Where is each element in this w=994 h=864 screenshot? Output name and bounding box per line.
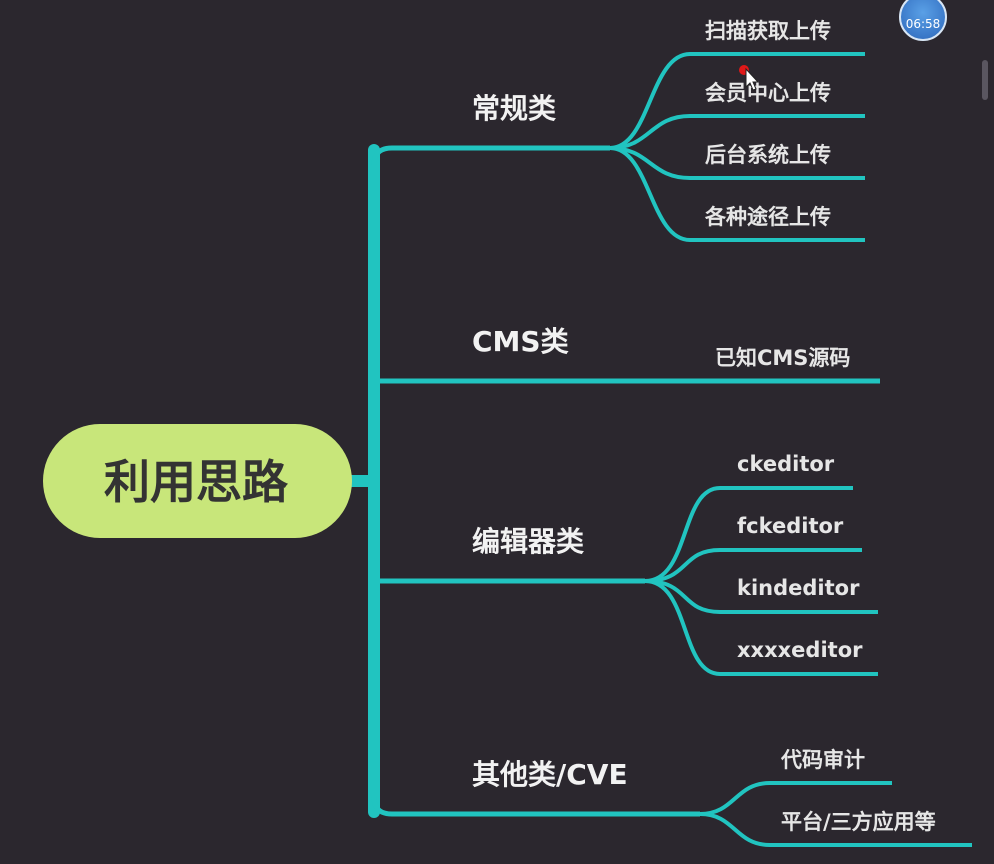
leaf-label-1-3: 后台系统上传 [705,143,831,167]
leaf-line-1-1 [609,52,865,150]
leaf-line-3-3 [644,579,878,614]
leaf-label-3-1: ckeditor [737,452,835,476]
leaf-label-4-1: 代码审计 [780,748,865,772]
scrollbar-thumb[interactable] [982,60,988,100]
branch-label-changgui: 常规类 [472,92,556,125]
leaf-label-1-4: 各种途径上传 [704,205,831,229]
leaf-line-3-2 [644,548,862,583]
root-node-label: 利用思路 [104,455,289,509]
leaf-line-4-1 [699,781,892,816]
timer-badge[interactable]: 06:58 [899,0,947,41]
leaf-label-1-2: 会员中心上传 [705,81,831,105]
leaf-label-4-2: 平台/三方应用等 [781,810,936,834]
leaf-line-1-3 [609,146,865,180]
leaf-label-3-4: xxxxeditor [737,638,863,662]
branch-label-cms: CMS类 [472,325,569,358]
leaf-line-4-2 [699,812,972,847]
branch-label-editor: 编辑器类 [472,525,584,558]
branch-line-other [371,796,700,817]
branch-line-changgui [371,145,610,166]
leaf-label-3-3: kindeditor [737,576,860,600]
leaf-line-1-4 [609,146,865,242]
leaf-line-3-4 [644,579,878,676]
leaf-label-1-1: 扫描获取上传 [705,19,831,43]
timer-label: 06:58 [905,17,941,31]
mouse-pointer-icon [745,67,760,91]
leaf-label-3-2: fckeditor [737,514,844,538]
branch-label-other: 其他类/CVE [472,758,628,791]
root-node [43,424,352,538]
leaf-line-3-1 [644,486,853,583]
leaf-label-2-1: 已知CMS源码 [715,346,850,370]
leaf-line-1-2 [609,114,865,150]
